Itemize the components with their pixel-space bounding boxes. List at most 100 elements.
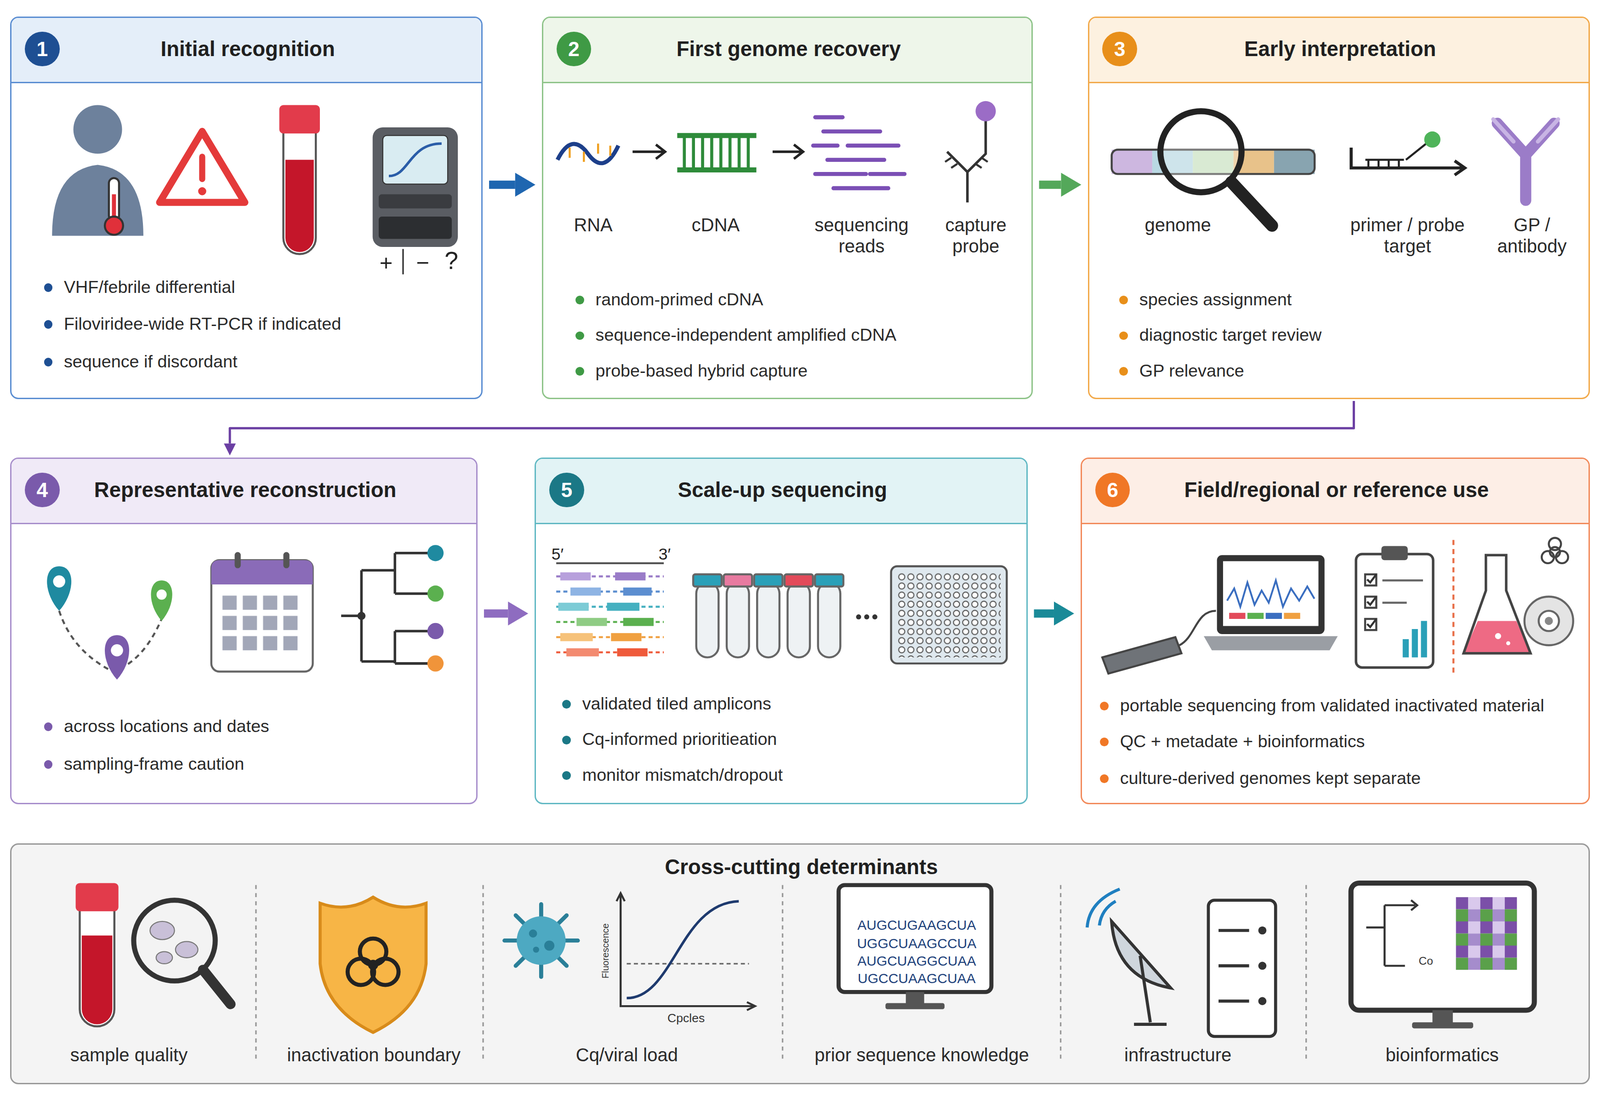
map-pin [151, 580, 173, 621]
reconstruction-icons [11, 458, 477, 803]
step-panel: 5Scale-up sequencingvalidated tiled ampl… [534, 457, 1028, 805]
icon-caption: inactivation boundary [256, 1044, 492, 1066]
bullet-item: GP relevance [1117, 360, 1245, 382]
sample-tubes [693, 574, 844, 658]
bullet-item: portable sequencing from validated inact… [1098, 694, 1544, 716]
step-panel: 6 Field/regional or reference use portable… [1080, 457, 1590, 805]
amplification-curve [616, 892, 756, 1010]
recognition-icons [11, 17, 482, 399]
panel-title: First genome recovery [624, 37, 953, 62]
divider [256, 884, 1307, 1061]
step-panel: 4 Representative reconstruction across loc… [10, 457, 478, 805]
connector-line [1034, 609, 1054, 618]
bullet-item: random-primed cDNA [573, 289, 763, 310]
arrow-head [1053, 601, 1075, 626]
icon-caption: prior sequence knowledge [789, 1044, 1055, 1066]
connector-line [229, 400, 1354, 444]
bullet-item: probe-based hybrid capture [573, 360, 808, 382]
biohazard-shield [320, 896, 427, 1032]
icon-label: ? [444, 248, 459, 273]
bioinformatics-monitor [1350, 882, 1535, 1028]
patient-icon [51, 104, 144, 236]
laptop [1203, 554, 1338, 650]
icon-caption: primer / probe target [1336, 214, 1480, 257]
map-pin [104, 634, 130, 680]
ellipsis-dots [856, 614, 878, 620]
blood-tube-icon [279, 104, 320, 254]
field-icons [1081, 458, 1589, 803]
sequence-monitor [838, 884, 992, 1009]
arrow-head [223, 443, 236, 456]
panel-title: Field/regional or reference use [1163, 478, 1510, 502]
bullet-item: VHF/febrile differential [42, 276, 236, 298]
biohazard-mark [1541, 537, 1568, 563]
icon-label: Cpcles [667, 1011, 705, 1025]
icon-label: Fluorescence [600, 922, 610, 979]
icon-caption: GP / antibody [1483, 214, 1581, 257]
bullet-item: validated tiled amplicons [560, 693, 772, 714]
determinants-panel: Cross-cutting determinants sample quality… [10, 842, 1590, 1084]
callout-number: 6 [1095, 472, 1130, 507]
callout-number: 5 [549, 472, 584, 507]
capture-probe [945, 100, 996, 202]
flow-arrow [223, 400, 1354, 456]
arrow-head [1061, 172, 1082, 197]
bullet-item: diagnostic target review [1117, 324, 1322, 346]
panel-title: Initial recognition [93, 37, 403, 62]
icon-caption: sample quality [16, 1044, 241, 1066]
connector-line [483, 609, 508, 618]
icon-label: 5′ [551, 546, 564, 563]
icon-caption: infrastructure [1065, 1044, 1290, 1066]
warning-icon [159, 130, 245, 202]
connector-line [1039, 180, 1062, 189]
panel-title: Early interpretation [1170, 37, 1510, 62]
icon-label: + [379, 251, 393, 274]
divider [1452, 539, 1455, 677]
magnifier [1160, 110, 1272, 226]
determinant-icons [11, 844, 1589, 1083]
panel-title: Cross-cutting determinants [32, 854, 1572, 879]
flow-arrow [1039, 172, 1082, 197]
bullet-item: species assignment [1117, 289, 1293, 310]
culture-flask [1463, 554, 1531, 654]
virus [504, 903, 579, 977]
icon-caption: genome [1116, 214, 1239, 236]
flow-arrow [483, 601, 529, 626]
server [1208, 899, 1276, 1036]
icon-caption: bioinformatics [1329, 1044, 1555, 1066]
icon-caption: Cq/viral load [514, 1044, 740, 1066]
icon-caption: cDNA [664, 214, 767, 236]
icon-label: UGCCUAAGCUAA [857, 971, 976, 986]
scaleup-icons [535, 458, 1026, 803]
sample-tube [75, 882, 119, 1026]
icon-label: − [416, 251, 430, 274]
icon-label: UGGCUAAGCCUA [856, 936, 977, 951]
icon-label: Co [1418, 955, 1434, 967]
step-panel: 3 Early interpretation genome primer / prob… [1087, 16, 1590, 400]
pcr-machine-icon [372, 127, 458, 275]
antibody [1492, 119, 1558, 200]
arrow-head [507, 601, 529, 626]
icon-label: AUGCUAGGCUAA [857, 953, 976, 968]
arrow-head [515, 172, 536, 197]
callout-number: 4 [24, 472, 60, 507]
panel-title: Representative reconstruction [93, 478, 398, 502]
sequencing-reads [813, 117, 905, 188]
virus-culture-dish [1524, 596, 1574, 645]
bullet-item: culture-derived genomes kept separate [1098, 767, 1421, 789]
callout-number: 2 [556, 31, 592, 67]
satellite-dish [1087, 888, 1171, 1024]
bullet-item: Cq-informed prioritieation [560, 728, 778, 750]
bullet-item: Filoviridee-wide RT-PCR if indicated [42, 313, 342, 335]
calendar [211, 551, 314, 672]
bullet-item: sequence if discordant [42, 351, 238, 372]
callout-number: 3 [1102, 31, 1137, 67]
rna-strand [557, 143, 619, 164]
step-arrow [772, 144, 803, 159]
bullet-item: across locations and dates [42, 715, 270, 737]
bullet-item: sampling-frame caution [42, 753, 245, 775]
icon-label: AUGCUGAAGCUA [857, 917, 976, 932]
step-arrow [632, 144, 666, 159]
well-plate [891, 565, 1008, 663]
